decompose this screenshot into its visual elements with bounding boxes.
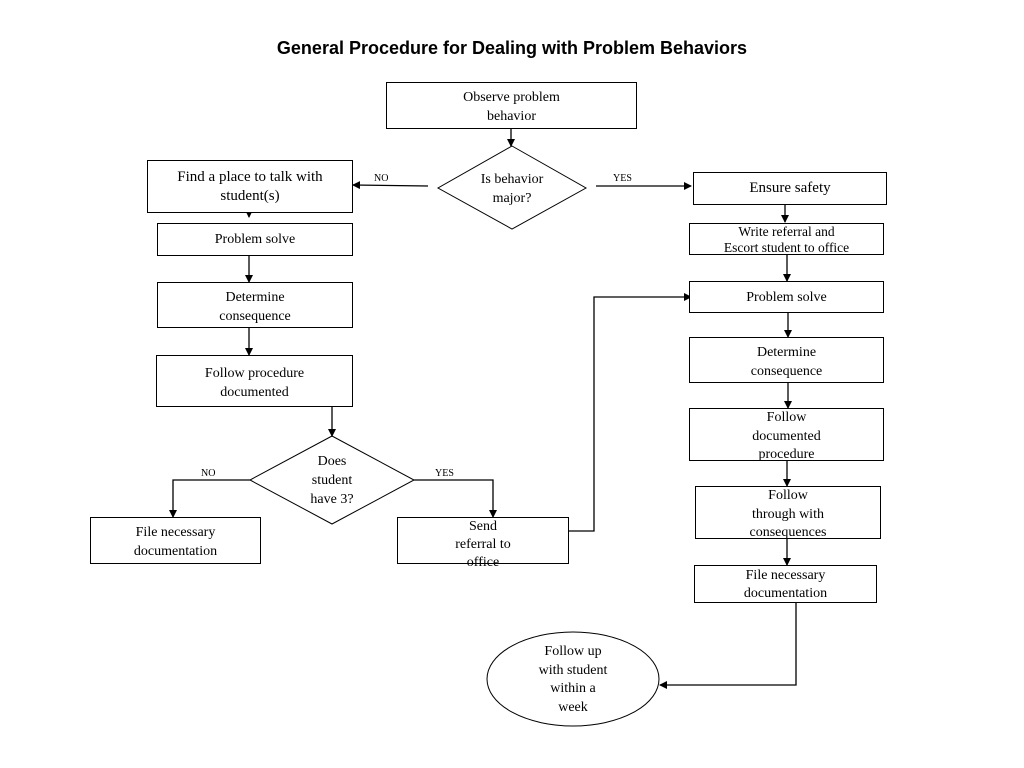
node-observe-line-2: behavior (487, 109, 536, 124)
edge-label-yes-bottom: YES (435, 468, 454, 479)
edge-referral-to-solve-right (569, 293, 692, 532)
node-follow-up-line-1: Follow up (544, 644, 602, 659)
node-ensure-safety-line-1: Ensure safety (749, 180, 831, 196)
node-file-right: File necessary documentation (694, 565, 877, 603)
node-follow-doc-right-line-2: documented (752, 428, 821, 444)
node-is-major-line-1: Is behavior (480, 172, 544, 187)
node-does-have3: Does student have 3? (287, 452, 377, 509)
edge-file-to-followup (659, 603, 797, 689)
terminal-ellipse (486, 631, 660, 727)
node-problem-solve-left-line-1: Problem solve (214, 232, 296, 247)
node-find-place: Find a place to talk with student(s) (147, 160, 353, 213)
node-problem-solve-right: Problem solve (689, 281, 884, 313)
node-write-referral: Write referral and Escort student to off… (689, 223, 884, 255)
edge-label-yes-top: YES (613, 173, 632, 184)
node-follow-through-line-2: through with (752, 506, 824, 522)
node-follow-up-line-2: with student (538, 662, 608, 678)
node-file-left-line-2: documentation (133, 544, 218, 559)
node-follow-up-line-3: within a (550, 681, 596, 696)
node-follow-through-line-1: Follow (768, 488, 808, 503)
node-determine-left: Determine consequence (157, 282, 353, 328)
node-file-right-line-2: documentation (743, 586, 828, 601)
node-does-have3-line-3: have 3? (310, 492, 354, 507)
node-does-have3-line-2: student (311, 473, 353, 488)
node-send-referral-line-2: referral to (455, 537, 511, 552)
page-title: General Procedure for Dealing with Probl… (276, 38, 748, 58)
node-follow-doc-right: Follow documented procedure (689, 408, 884, 462)
node-does-have3-line-1: Does (317, 454, 347, 469)
node-follow-up: Follow up with student within a week (513, 643, 633, 717)
node-follow-through: Follow through with consequences (695, 486, 881, 540)
node-problem-solve-right-line-1: Problem solve (746, 290, 827, 305)
node-find-place-line-1: Find a place to talk with (177, 169, 323, 185)
node-determine-right-line-1: Determine (756, 345, 817, 360)
edge-have3-yes (414, 479, 497, 518)
node-follow-proc-left-line-1: Follow procedure (204, 366, 305, 381)
node-determine-left-line-1: Determine (225, 290, 285, 305)
edge-label-no-bottom: NO (201, 468, 216, 479)
node-send-referral-line-1: Send (469, 519, 497, 534)
node-is-major-line-2: major? (492, 191, 532, 206)
edge-major-no (352, 181, 429, 190)
node-follow-proc-left-line-2: documented (220, 385, 289, 400)
node-problem-solve-left: Problem solve (157, 223, 353, 256)
node-send-referral-line-3: office (466, 555, 500, 570)
node-file-left-line-1: File necessary (135, 525, 216, 540)
node-observe: Observe problem behavior (386, 82, 637, 129)
node-follow-through-line-3: consequences (749, 525, 827, 540)
node-determine-right-line-2: consequence (750, 364, 823, 379)
node-write-referral-line-2: Escort student to office (723, 240, 850, 255)
node-determine-left-line-2: consequence (219, 309, 291, 324)
node-find-place-line-2: student(s) (220, 188, 280, 204)
node-follow-proc-left: Follow procedure documented (156, 355, 353, 407)
node-is-major: Is behavior major? (448, 170, 576, 208)
node-file-left: File necessary documentation (90, 517, 261, 564)
edge-have3-no (169, 479, 250, 518)
edge-label-no-top: NO (374, 173, 389, 184)
node-follow-doc-right-line-3: procedure (758, 447, 815, 462)
node-follow-doc-right-line-1: Follow (766, 410, 807, 425)
node-write-referral-line-1: Write referral and (738, 224, 835, 239)
node-determine-right: Determine consequence (689, 337, 884, 383)
decision-diamond-have3 (248, 435, 416, 525)
node-ensure-safety: Ensure safety (693, 172, 887, 205)
decision-diamond-major (436, 145, 588, 230)
node-send-referral: Send referral to office (397, 517, 569, 570)
node-observe-line-1: Observe problem (463, 90, 560, 105)
node-follow-up-line-4: week (558, 699, 588, 715)
node-file-right-line-1: File necessary (745, 568, 826, 583)
